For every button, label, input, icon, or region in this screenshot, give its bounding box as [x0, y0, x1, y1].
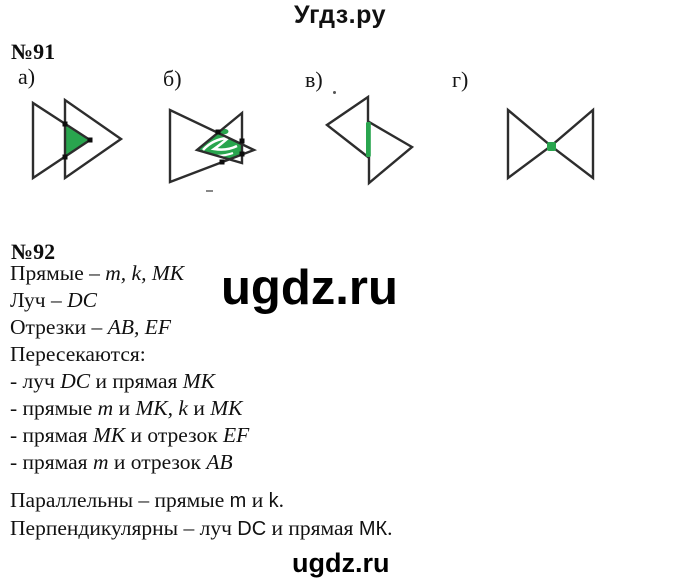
task-91-figures-drawing — [31, 94, 595, 186]
solution-line-bullet-3: - прямая МК и отрезок EF — [10, 422, 393, 449]
text-segment: Параллельны – прямые — [10, 488, 230, 512]
figure-v-drawing — [324, 94, 415, 186]
text-segment: DC — [60, 369, 91, 393]
text-segment: Перпендикулярны – луч — [10, 516, 238, 540]
text-segment: МК, k — [135, 396, 188, 420]
text-segment: Отрезки – — [10, 315, 108, 339]
solution-line-segments: Отрезки – AB, EF — [10, 314, 393, 341]
text-segment: DC — [237, 518, 267, 540]
text-segment: и прямая — [90, 369, 183, 393]
text-segment: AB, EF — [107, 315, 171, 339]
text-segment: - прямая — [10, 423, 93, 447]
text-segment: m — [229, 490, 247, 512]
text-segment: m, k, МК — [105, 261, 185, 285]
text-segment: Луч – — [10, 288, 68, 312]
site-title: Угдз.ру — [294, 1, 386, 29]
watermark-large: ugdz.ru — [221, 261, 398, 315]
text-segment: и — [187, 396, 211, 420]
solution-line-ray: Луч – DC — [10, 287, 393, 314]
text-segment: и отрезок — [125, 423, 224, 447]
text-segment: МК — [210, 396, 243, 420]
text-segment: AB — [206, 450, 233, 474]
text-segment: и — [113, 396, 136, 420]
scan-artifact-dash — [206, 190, 213, 192]
text-segment: k — [268, 490, 279, 512]
figure-v-green-segment — [366, 122, 371, 157]
task-92-number: №92 — [11, 239, 56, 264]
text-segment: EF — [223, 423, 250, 447]
solution-line-parallel: Параллельны – прямые m и k. — [10, 487, 393, 515]
solution-line-bullet-4: - прямая m и отрезок AB — [10, 449, 393, 476]
watermark-bottom: ugdz.ru — [292, 548, 390, 578]
scan-artifact-dot — [333, 91, 336, 94]
solution-line-bullet-2: - прямые m и МК, k и МК — [10, 395, 393, 422]
figure-g-drawing — [506, 107, 595, 181]
text-segment: DC — [67, 288, 97, 312]
figure-a-intersection-dots — [62, 121, 93, 160]
figure-a-drawing — [31, 97, 124, 181]
figure-b-scribble-highlight — [202, 136, 238, 151]
task-92-solution-text: Прямые – m, k, МК Луч – DC Отрезки – AB,… — [10, 260, 393, 543]
text-segment: - прямая — [10, 450, 93, 474]
solution-line-intersect-header: Пересекаются: — [10, 341, 393, 368]
task-91-number: №91 — [11, 39, 56, 64]
text-segment: m — [92, 450, 109, 474]
figure-label-v: в) — [305, 67, 323, 92]
text-segment: и отрезок — [108, 450, 207, 474]
figure-b-intersection-dots — [215, 129, 245, 165]
figure-a-green-overlap — [65, 124, 90, 157]
text-segment: Пересекаются: — [10, 342, 146, 366]
figure-label-b: б) — [163, 66, 182, 91]
solution-line-lines: Прямые – m, k, МК — [10, 260, 393, 287]
text-segment: Прямые – — [10, 261, 106, 285]
line-gap — [10, 476, 393, 487]
text-segment: - луч — [10, 369, 61, 393]
text-segment: m — [97, 396, 114, 420]
text-segment: и прямая — [266, 516, 359, 540]
figure-label-g: г) — [452, 67, 469, 92]
figure-label-a: а) — [18, 64, 36, 89]
text-segment: и — [246, 488, 269, 512]
text-segment: . — [387, 516, 393, 540]
text-segment: МК — [358, 518, 388, 540]
solution-line-bullet-1: - луч DC и прямая МК — [10, 368, 393, 395]
solution-line-perpendicular: Перпендикулярны – луч DC и прямая МК. — [10, 515, 393, 543]
text-segment: МК — [182, 369, 215, 393]
figure-b-drawing — [168, 108, 258, 184]
text-segment: - прямые — [10, 396, 98, 420]
text-segment: МК — [92, 423, 126, 447]
text-segment: . — [278, 488, 284, 512]
figure-g-green-point — [547, 142, 556, 151]
